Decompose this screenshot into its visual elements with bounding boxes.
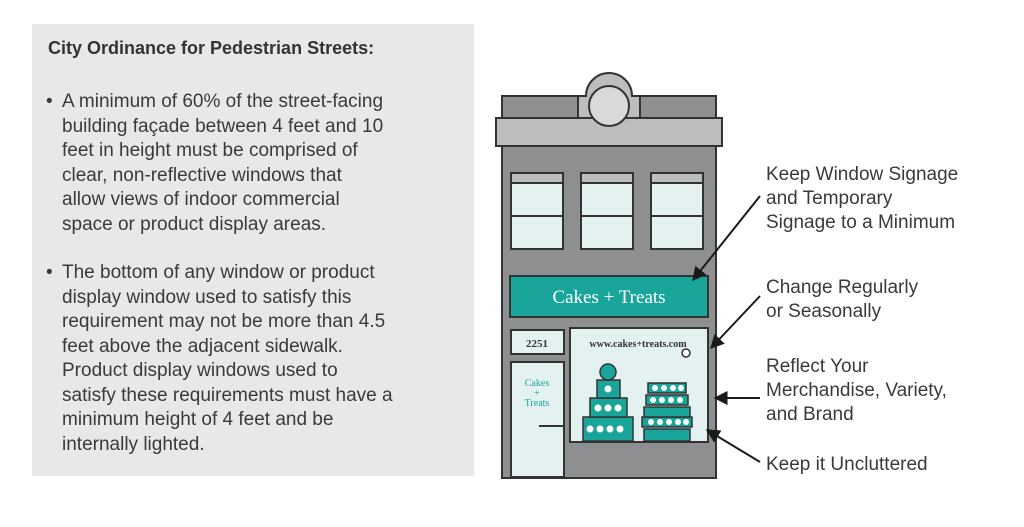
shop-sign: Cakes + Treats [509,275,709,318]
rule-text: The bottom of any window or product disp… [62,262,393,455]
door-sign-line: + [534,388,540,399]
shop-sign-text: Cakes + Treats [552,287,665,308]
upper-window [580,172,634,250]
upper-window [650,172,704,250]
website-text: www.cakes+treats.com [589,339,687,350]
callout-arrow-4 [705,429,761,463]
ordinance-panel: City Ordinance for Pedestrian Streets: •… [32,24,474,476]
rule-item-window-coverage: • A minimum of 60% of the street-facing … [46,90,466,237]
oculus-window [588,85,630,127]
callout-arrows [692,195,761,463]
rule-text: A minimum of 60% of the street-facing bu… [62,91,384,235]
callout-arrow-2 [710,295,761,350]
bullet-icon: • [46,91,53,112]
display-window: www.cakes+treats.com [569,327,709,443]
ordinance-title: City Ordinance for Pedestrian Streets: [48,38,375,58]
window-light [681,348,691,358]
door-sign-line: Cakes [525,378,550,389]
bullet-icon: • [46,262,53,283]
shop-door: Cakes + Treats [510,361,565,478]
callout-uncluttered: Keep it Uncluttered [766,454,928,475]
storefront-illustration: Cakes + Treats 2251 Cakes + Treats www.c… [495,72,761,479]
rule-item-window-height: • The bottom of any window or product di… [46,261,466,457]
callout-arrow-1 [692,195,761,282]
upper-windows [510,172,704,250]
door-sign-line: Treats [525,398,550,409]
address-text: 2251 [526,338,548,350]
address-plate: 2251 [510,329,565,355]
callout-signage: Keep Window Signage and Temporary Signag… [766,164,959,233]
upper-window [510,172,564,250]
callout-reflect-brand: Reflect Your Merchandise, Variety, and B… [766,356,947,425]
macaron-stand [641,382,693,442]
tiered-cake [582,363,634,442]
callout-change-regularly: Change Regularly or Seasonally [766,277,919,322]
